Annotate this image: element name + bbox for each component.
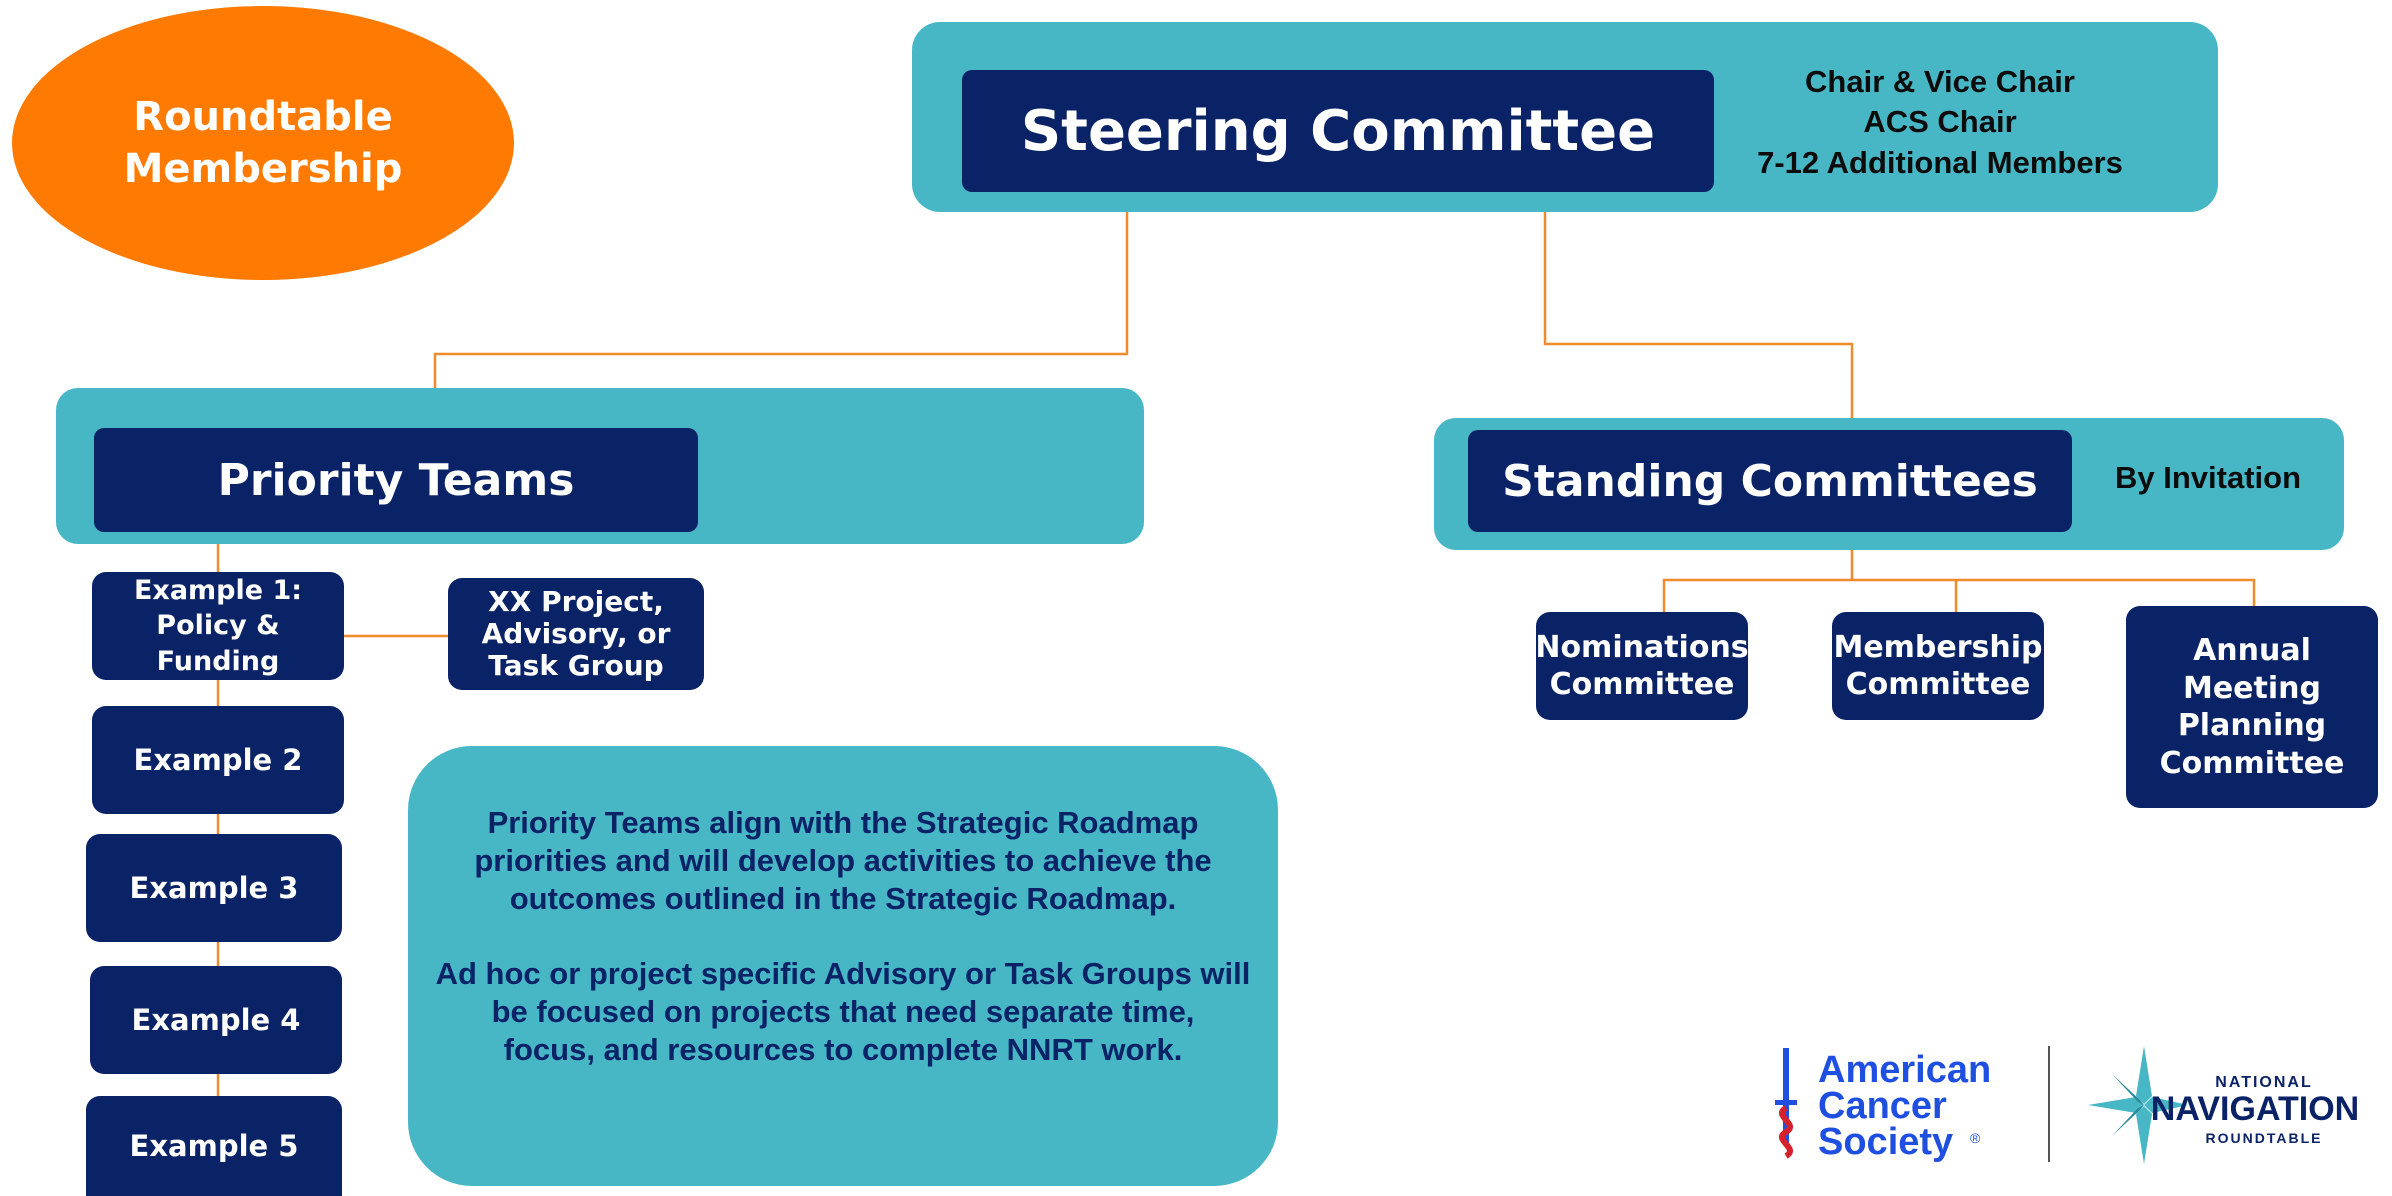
roundtable-membership-label: Roundtable Membership: [123, 94, 403, 192]
nominations-committee-box: Nominations Committee: [1535, 612, 1749, 720]
annual-meeting-committee-box: Annual Meeting Planning Committee: [2126, 606, 2378, 808]
priority-teams-title: Priority Teams: [94, 428, 698, 532]
nnrt-main-text: NAVIGATION: [2150, 1090, 2360, 1128]
roundtable-membership-badge: Roundtable Membership: [12, 6, 514, 280]
connector-standing-bar: [1662, 578, 2256, 612]
example-1-box: Example 1: Policy & Funding: [92, 572, 344, 680]
steering-committee-title-text: Steering Committee: [1020, 98, 1656, 164]
standing-committees-note: By Invitation: [2114, 460, 2301, 495]
priority-description-text: Priority Teams align with the Strategic …: [435, 805, 1251, 1067]
project-group-box: XX Project, Advisory, or Task Group: [448, 578, 704, 690]
acs-registered-mark: ®: [1970, 1130, 1981, 1146]
logo-divider: [2048, 1046, 2050, 1162]
acs-logo-text: American Cancer Society: [1818, 1049, 1992, 1164]
example-3-box: Example 3: [86, 834, 342, 942]
example-4-box: Example 4: [90, 966, 342, 1074]
nnrt-top-text: NATIONAL: [2215, 1074, 2313, 1091]
nnrt-bottom-text: ROUNDTABLE: [2205, 1130, 2323, 1146]
example-5-label: Example 5: [129, 1129, 299, 1163]
compass-star-icon: [2088, 1046, 2188, 1164]
standing-committees-title: Standing Committees: [1468, 430, 2072, 532]
steering-committee-title: Steering Committee: [962, 70, 1714, 192]
example-3-label: Example 3: [129, 871, 299, 905]
example-2-box: Example 2: [92, 706, 344, 814]
nnrt-logo: NATIONAL NAVIGATION ROUNDTABLE: [2084, 1044, 2364, 1166]
priority-description-panel: Priority Teams align with the Strategic …: [408, 746, 1278, 1186]
example-5-box: Example 5: [86, 1096, 342, 1196]
priority-teams-title-text: Priority Teams: [217, 454, 575, 506]
membership-committee-box: Membership Committee: [1832, 612, 2044, 720]
example-2-label: Example 2: [133, 743, 303, 777]
acs-sword-icon: [1775, 1048, 1797, 1159]
steering-committee-members: Chair & Vice Chair ACS Chair 7-12 Additi…: [1757, 64, 2123, 180]
connector-steering-standing: [1543, 212, 1854, 420]
acs-logo: American Cancer Society ®: [1766, 1044, 2026, 1166]
standing-committees-title-text: Standing Committees: [1502, 455, 2038, 507]
example-4-label: Example 4: [131, 1003, 301, 1037]
